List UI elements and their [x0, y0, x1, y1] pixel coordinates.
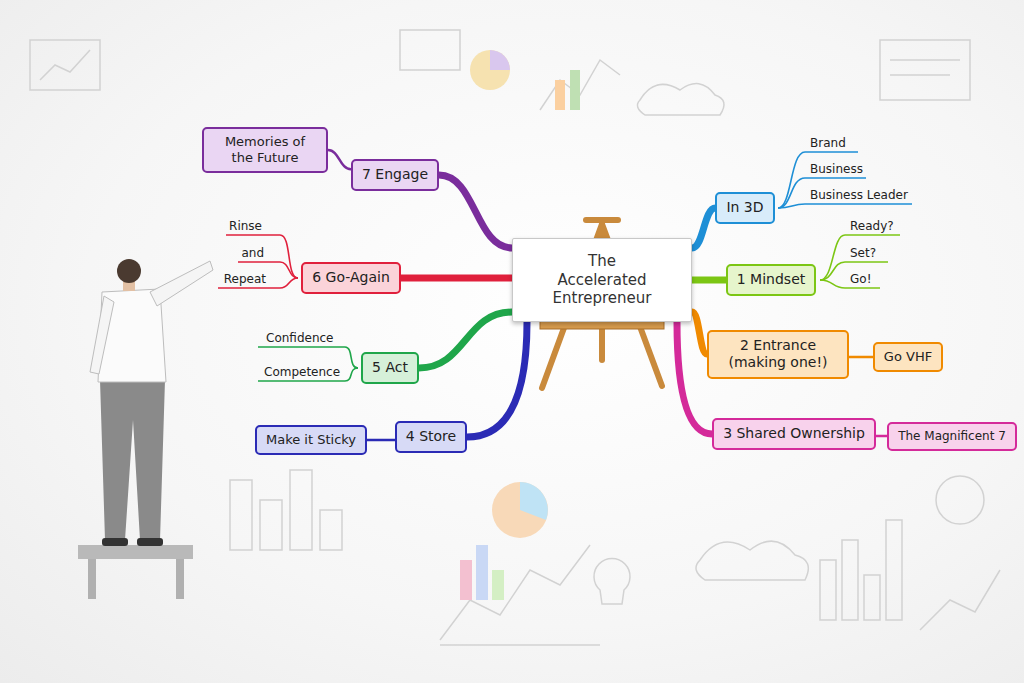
doodle-bar: [886, 520, 902, 620]
central-board: The Accelerated Entrepreneur: [512, 238, 692, 322]
branch-box: 4 Store: [395, 421, 467, 453]
doodle-bar: [820, 560, 836, 620]
node-text: 3 Shared Ownership: [723, 425, 865, 443]
branch-connector: [876, 435, 887, 438]
branch-connector: [692, 277, 726, 284]
node-text: Memories of the Future: [213, 134, 317, 167]
node-text: Go VHF: [884, 349, 932, 365]
doodle-pie-slice: [490, 50, 510, 70]
doodle-bar: [476, 545, 488, 600]
node-text: The Accelerated Entrepreneur: [543, 252, 661, 308]
leaf-label: Go!: [850, 272, 871, 286]
doodle-line-chart: [540, 60, 620, 110]
leaf-label: Ready?: [850, 219, 894, 233]
person-arm: [150, 261, 213, 306]
doodle-line-chart: [920, 570, 1000, 630]
branch-box: 7 Engage: [351, 159, 439, 191]
node-text: 2 Entrance (making one!): [718, 337, 838, 372]
easel-top: [586, 217, 618, 223]
wire-group: [218, 152, 912, 381]
step-stool: [78, 545, 193, 559]
node-text: 7 Engage: [362, 166, 428, 184]
stool-leg: [88, 559, 96, 599]
doodle-bar: [230, 480, 252, 550]
branch-connector: [401, 275, 512, 282]
leaf-wire: [778, 204, 912, 208]
leaf-label: Business: [810, 162, 863, 176]
leaf-label: Business Leader: [810, 188, 908, 202]
leaf-wire: [226, 235, 298, 278]
branch-connector: [692, 312, 707, 354]
node-text: 5 Act: [372, 359, 408, 377]
person-shoe: [102, 538, 128, 546]
doodle-line: [890, 59, 960, 61]
doodle-line: [890, 74, 950, 76]
branch-box: 2 Entrance (making one!): [707, 330, 849, 379]
branch-box: 6 Go-Again: [301, 262, 401, 294]
leaf-label: Repeat: [224, 272, 266, 286]
leaf-label: Confidence: [266, 331, 333, 345]
person-trousers: [100, 380, 165, 540]
doodle-bar: [492, 570, 504, 600]
doodle-pie-slice: [520, 482, 548, 520]
person-arm: [90, 296, 114, 374]
leaf-label: and: [241, 246, 264, 260]
doodle-pie: [470, 50, 510, 90]
branch-box: In 3D: [715, 192, 774, 224]
sub-box: The Magnificent 7: [887, 422, 1017, 451]
branch-connector: [439, 175, 512, 248]
doodle-cloud: [696, 541, 808, 580]
doodle-bar: [864, 575, 880, 620]
doodle-bar: [570, 70, 580, 110]
branch-connector: [328, 150, 351, 169]
doodle-bar: [260, 500, 282, 550]
leaf-wire: [258, 347, 358, 368]
doodle-bar: [842, 540, 858, 620]
branch-box: 5 Act: [361, 352, 419, 384]
leaf-label: Set?: [850, 246, 876, 260]
node-text: Make it Sticky: [266, 432, 356, 448]
doodle-line-chart: [40, 50, 90, 80]
person-head: [117, 259, 141, 283]
doodle-bar: [290, 470, 312, 550]
leaf-label: Rinse: [229, 219, 262, 233]
doodle-group: [30, 30, 1000, 645]
node-text: 6 Go-Again: [312, 269, 390, 287]
leaf-label: Brand: [810, 136, 846, 150]
node-text: In 3D: [726, 199, 763, 217]
node-text: 1 Mindset: [737, 271, 805, 289]
node-text: 4 Store: [406, 428, 456, 446]
sub-box: Go VHF: [873, 342, 943, 372]
branch-connector: [849, 356, 873, 359]
doodle-bulb: [594, 559, 630, 604]
doodle-bar: [555, 80, 565, 110]
doodle-frame: [880, 40, 970, 100]
node-text: The Magnificent 7: [898, 429, 1006, 444]
doodle-bar: [460, 560, 472, 600]
branch-connector: [419, 312, 512, 368]
stool-leg: [176, 559, 184, 599]
branch-box: 1 Mindset: [726, 264, 816, 296]
doodle-cloud: [637, 84, 724, 115]
branch-connector: [692, 208, 715, 248]
doodle-bar: [320, 510, 342, 550]
doodle-line-chart: [440, 545, 590, 640]
person-shoe: [137, 538, 163, 546]
leaf-label: Competence: [264, 365, 340, 379]
sub-box: Memories of the Future: [202, 127, 328, 174]
sub-box: Make it Sticky: [255, 425, 367, 455]
doodle-circle: [936, 476, 984, 524]
branch-box: 3 Shared Ownership: [712, 418, 876, 450]
doodle-pie: [492, 482, 548, 538]
doodle-frame: [400, 30, 460, 70]
doodle-frame: [30, 40, 100, 90]
branch-connector: [367, 439, 395, 442]
branch-connector: [467, 322, 527, 437]
doodle-axis: [440, 644, 600, 646]
